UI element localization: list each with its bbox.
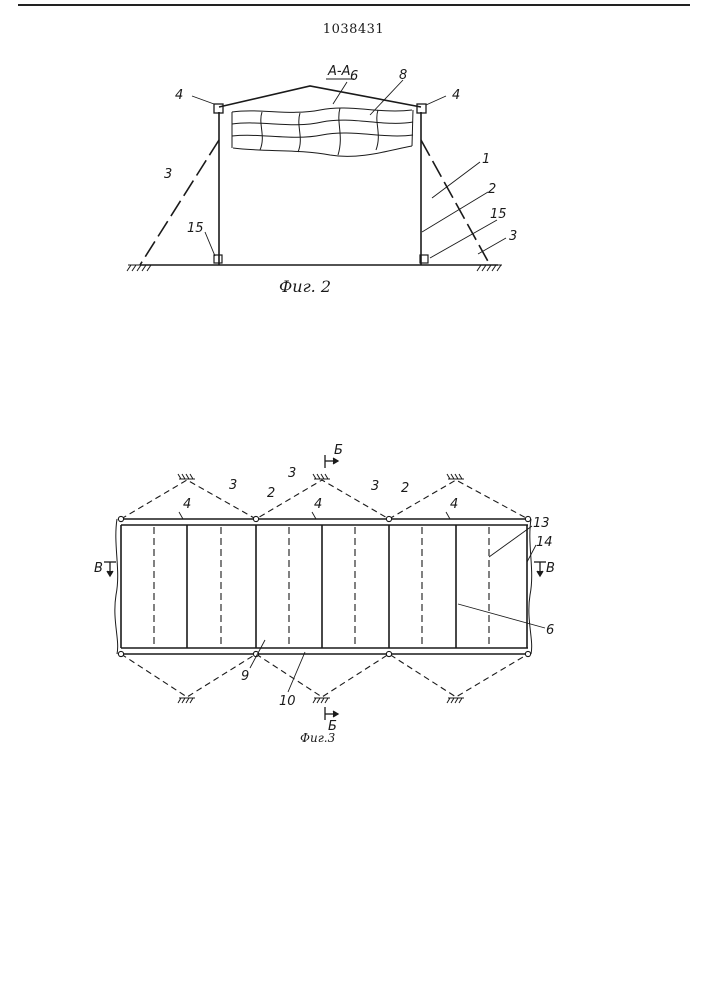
label-3-right: 3 [509,229,517,244]
label-9: 9 [241,669,249,684]
fig3-leaders [179,512,545,692]
label-4-a: 4 [183,497,191,512]
label-2-a: 2 [267,486,275,501]
label-14: 14 [536,535,553,550]
label-4-left: 4 [175,88,183,103]
label-b-top: Б [334,443,343,458]
corner-block-left [214,104,223,113]
label-3-b: 3 [288,466,296,481]
label-v-right: В [546,561,555,576]
bundled-membrane [232,108,413,156]
ground-anchor-left [127,265,152,271]
section-marker-v-right [534,562,546,576]
label-13: 13 [533,516,550,531]
label-6: 6 [546,623,554,638]
label-6: 6 [350,69,358,84]
connection-nodes [118,516,530,656]
figure-3 [104,455,546,720]
guy-lines-bottom [121,654,528,697]
anchors-bottom [178,698,464,703]
fig2-caption: Фиг. 2 [279,277,331,296]
label-8: 8 [399,68,407,83]
frame-verticals [187,525,456,648]
label-3-a: 3 [229,478,237,493]
guy-line-right [421,140,490,265]
section-marker-v-left [104,562,116,576]
figure-2 [127,80,506,271]
corner-block-right [417,104,426,113]
ground-anchor-right [477,265,502,271]
label-15-right: 15 [490,207,507,222]
label-4-right: 4 [452,88,460,103]
label-3-left: 3 [164,167,172,182]
fig2-leaders [192,80,506,258]
label-15-left: 15 [187,221,204,236]
label-4-c: 4 [450,497,458,512]
label-3-c: 3 [371,479,379,494]
label-2: 2 [488,182,496,197]
label-2-b: 2 [401,481,409,496]
section-label-aa: А-А [327,64,350,79]
anchors-top [178,474,464,479]
right-break-line [529,519,532,654]
guy-line-left [140,140,219,265]
fig3-caption: Фиг.3 [300,731,336,745]
base-block-left [214,255,222,263]
roof [219,86,421,107]
label-1: 1 [482,152,490,167]
label-v-left: В [94,561,103,576]
label-4-b: 4 [314,497,322,512]
label-10: 10 [279,694,296,709]
left-break-line [115,519,118,654]
